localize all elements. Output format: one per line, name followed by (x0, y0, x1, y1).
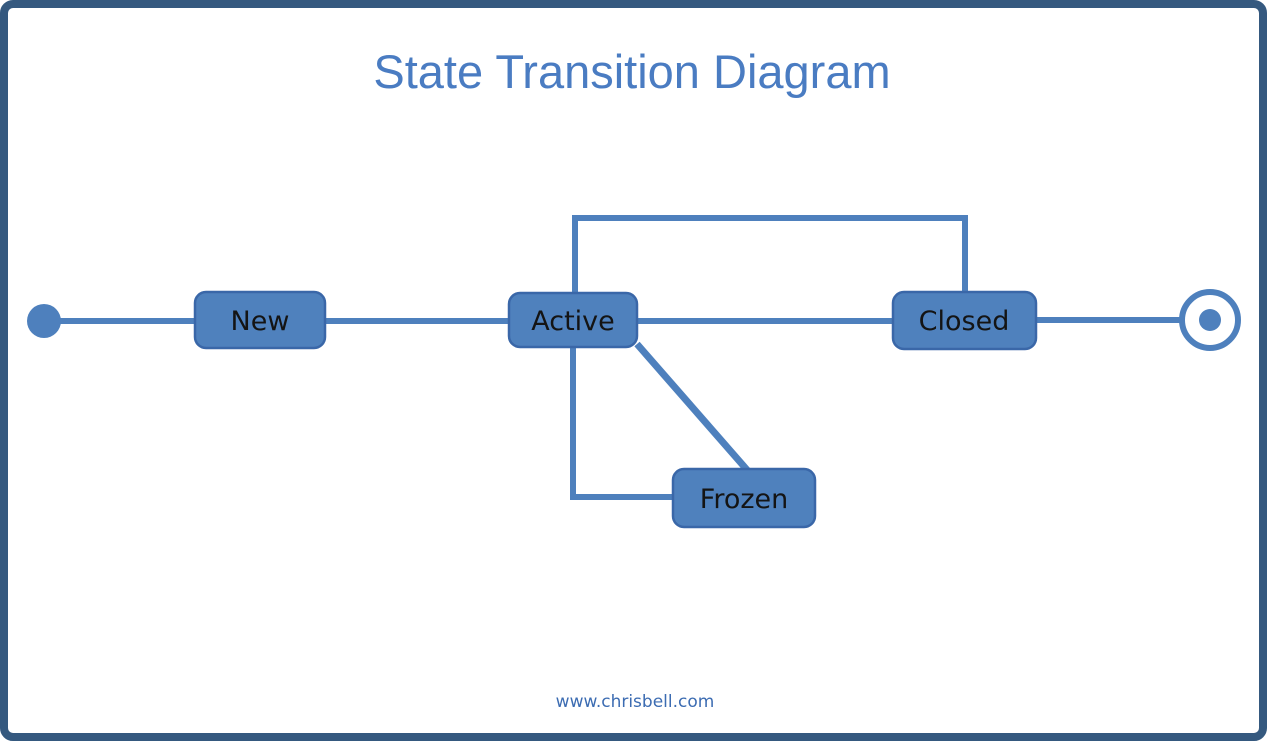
footer-url: www.chrisbell.com (556, 692, 715, 712)
state-node-frozen: Frozen (671, 467, 817, 529)
connector-frozen-active-elbow (570, 346, 675, 500)
end-node-outer-ring (1179, 289, 1241, 351)
start-node (27, 304, 61, 338)
state-label-frozen: Frozen (700, 484, 789, 515)
state-label-active: Active (531, 306, 615, 337)
end-node-inner-dot (1199, 309, 1221, 331)
state-label-closed: Closed (919, 306, 1010, 337)
end-node (1179, 289, 1241, 351)
state-box-frozen (671, 467, 817, 529)
state-box-new (193, 290, 327, 350)
connector-active-frozen-diagonal (634, 341, 751, 474)
state-label-new: New (231, 306, 290, 337)
diagram-title: State Transition Diagram (373, 45, 890, 98)
state-box-closed (891, 290, 1038, 351)
state-node-closed: Closed (891, 290, 1038, 351)
state-node-active: Active (507, 291, 639, 349)
connector-active-closed-top-loop (572, 215, 968, 295)
state-box-active (507, 291, 639, 349)
state-node-new: New (193, 290, 327, 350)
